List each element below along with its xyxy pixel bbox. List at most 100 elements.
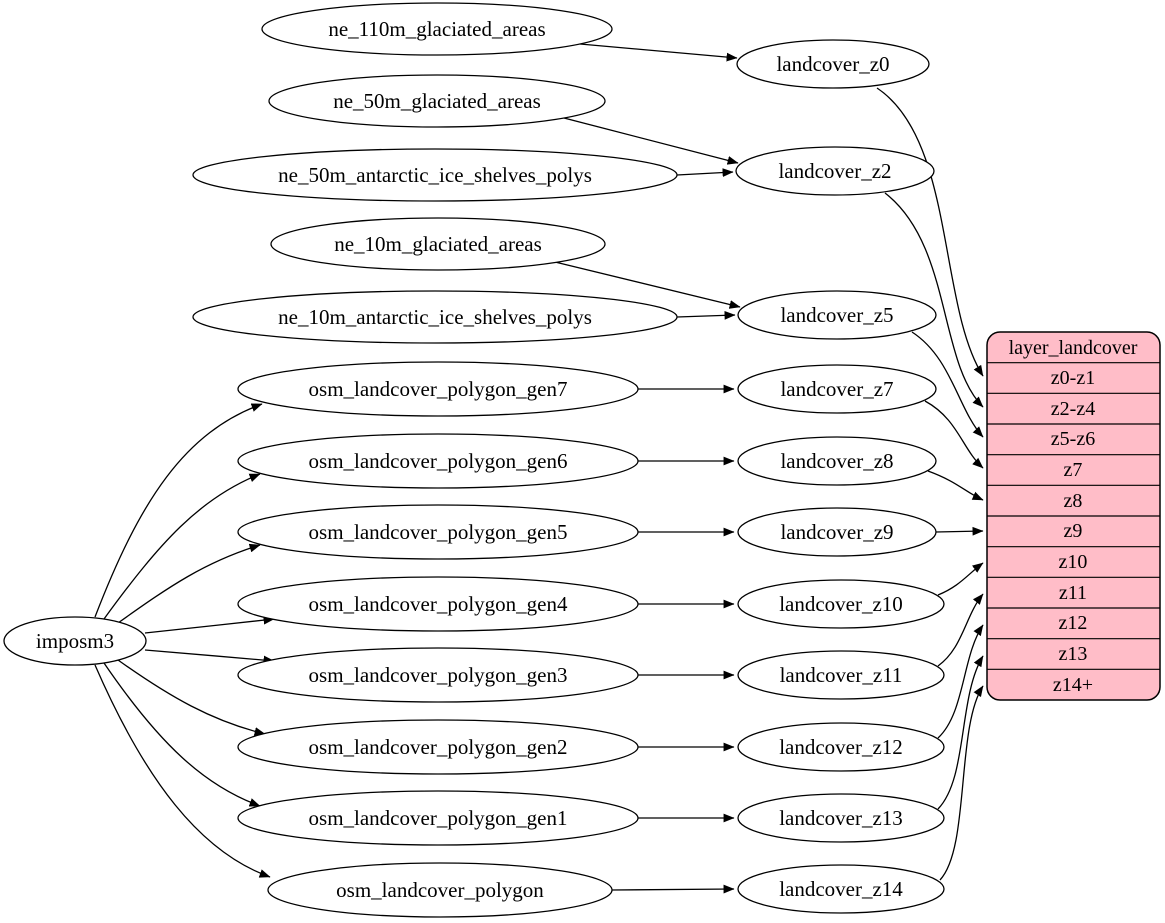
edge-landcover-z2-to-record-z2-z4 <box>884 192 984 408</box>
node-osm-landcover-polygon-gen4: osm_landcover_polygon_gen4 <box>237 576 639 632</box>
ne-50m-antarctic-ice-shelves-polys-ellipse <box>192 148 678 202</box>
record-row-z10: z10 <box>1059 551 1088 573</box>
osm-landcover-polygon-label: osm_landcover_polygon <box>336 878 544 902</box>
imposm3-label: imposm3 <box>36 629 114 653</box>
landcover-z10-label: landcover_z10 <box>779 592 903 616</box>
node-ne-50m-antarctic-ice-shelves-polys: ne_50m_antarctic_ice_shelves_polys <box>192 148 678 202</box>
node-ne-110m-glaciated-areas: ne_110m_glaciated_areas <box>261 2 613 56</box>
edge-imposm3-to-gen3 <box>144 649 275 665</box>
edge-ne110m-glaciated-to-landcover-z0 <box>579 43 738 62</box>
record-row-z12: z12 <box>1059 612 1088 634</box>
edge-ne10m-glaciated-to-landcover-z5 <box>554 261 741 309</box>
landcover-z7-ellipse <box>737 364 937 414</box>
osm-landcover-polygon-gen3-label: osm_landcover_polygon_gen3 <box>309 663 568 687</box>
edge-landcover-z5-to-record-z5-z6 <box>911 331 984 438</box>
osm-landcover-polygon-gen2-label: osm_landcover_polygon_gen2 <box>309 735 568 759</box>
ne-10m-glaciated-areas-label: ne_10m_glaciated_areas <box>334 232 542 256</box>
landcover-z14-label: landcover_z14 <box>779 877 903 901</box>
node-osm-landcover-polygon-gen6: osm_landcover_polygon_gen6 <box>237 433 639 489</box>
edge-ne50m-glaciated-to-landcover-z2 <box>563 117 739 165</box>
osm-landcover-polygon-gen6-label: osm_landcover_polygon_gen6 <box>309 449 568 473</box>
landcover-z7-label: landcover_z7 <box>780 377 893 401</box>
landcover-z10-ellipse <box>737 579 945 629</box>
landcover-z0-label: landcover_z0 <box>776 52 889 76</box>
edge-imposm3-to-polygon <box>94 664 271 878</box>
edge-imposm3-to-gen2 <box>117 659 266 736</box>
edge-imposm3-to-gen1 <box>103 662 261 807</box>
landcover-z12-ellipse <box>737 722 945 772</box>
landcover-z9-ellipse <box>737 507 937 557</box>
osm-landcover-polygon-ellipse <box>267 862 613 918</box>
osm-landcover-polygon-gen3-ellipse <box>237 647 639 703</box>
record-row-z8: z8 <box>1064 490 1083 512</box>
osm-landcover-polygon-gen7-ellipse <box>237 361 639 417</box>
ne-10m-glaciated-areas-ellipse <box>270 217 606 271</box>
landcover-z14-ellipse <box>737 864 945 914</box>
edge-landcover-z12-to-record-z12 <box>937 624 984 739</box>
osm-landcover-polygon-gen5-label: osm_landcover_polygon_gen5 <box>309 520 568 544</box>
node-osm-landcover-polygon-gen2: osm_landcover_polygon_gen2 <box>237 719 639 775</box>
edge-landcover-z11-to-record-z11 <box>937 593 984 667</box>
record-row-z14plus: z14+ <box>1053 674 1093 696</box>
landcover-z8-ellipse <box>737 436 937 486</box>
node-landcover-z14: landcover_z14 <box>737 864 945 914</box>
ne-50m-antarctic-ice-shelves-polys-label: ne_50m_antarctic_ice_shelves_polys <box>278 163 592 187</box>
landcover-z13-label: landcover_z13 <box>779 806 903 830</box>
ne-10m-antarctic-ice-shelves-polys-ellipse <box>192 290 678 344</box>
edge-imposm3-to-gen5 <box>117 543 261 624</box>
edge-polygon-to-landcover-z14 <box>611 884 735 894</box>
osm-landcover-polygon-gen7-label: osm_landcover_polygon_gen7 <box>309 377 568 401</box>
node-osm-landcover-polygon-gen3: osm_landcover_polygon_gen3 <box>237 647 639 703</box>
landcover-z13-ellipse <box>737 793 945 843</box>
edge-landcover-z13-to-record-z13 <box>937 655 984 810</box>
node-ne-50m-glaciated-areas: ne_50m_glaciated_areas <box>268 74 606 128</box>
ne-110m-glaciated-areas-label: ne_110m_glaciated_areas <box>328 17 545 41</box>
node-landcover-z12: landcover_z12 <box>737 722 945 772</box>
node-landcover-z11: landcover_z11 <box>737 650 945 700</box>
osm-landcover-polygon-gen1-ellipse <box>237 790 639 846</box>
layer-landcover-title: layer_landcover <box>1009 337 1138 359</box>
landcover-z11-label: landcover_z11 <box>780 663 903 687</box>
osm-landcover-polygon-gen1-label: osm_landcover_polygon_gen1 <box>309 806 568 830</box>
edge-landcover-z8-to-record-z8 <box>927 470 984 501</box>
landcover-z9-label: landcover_z9 <box>780 520 893 544</box>
osm-landcover-polygon-gen6-ellipse <box>237 433 639 489</box>
node-ne-10m-glaciated-areas: ne_10m_glaciated_areas <box>270 217 606 271</box>
record-row-z9: z9 <box>1064 520 1083 542</box>
ne-50m-glaciated-areas-label: ne_50m_glaciated_areas <box>333 89 541 113</box>
record-row-z11: z11 <box>1059 582 1087 604</box>
osm-landcover-polygon-gen2-ellipse <box>237 719 639 775</box>
edge-landcover-z14-to-record-z14plus <box>939 685 984 881</box>
node-landcover-z10: landcover_z10 <box>737 579 945 629</box>
edge-ne50m-antarctic-to-landcover-z2 <box>676 168 734 177</box>
landcover-z5-ellipse <box>737 290 937 340</box>
node-layer-landcover: layer_landcover z0-z1 z2-z4 z5-z6 z7 z8 … <box>986 331 1161 701</box>
edge-landcover-z7-to-record-z7 <box>924 400 984 469</box>
record-row-z0-z1: z0-z1 <box>1051 367 1095 389</box>
edge-layer <box>94 43 984 894</box>
edge-imposm3-to-gen4 <box>144 615 275 634</box>
record-row-z2-z4: z2-z4 <box>1051 398 1095 420</box>
landcover-z2-ellipse <box>735 146 935 196</box>
record-row-z13: z13 <box>1059 643 1088 665</box>
landcover-z0-ellipse <box>736 39 930 89</box>
edge-landcover-z9-to-record-z9 <box>935 526 984 536</box>
node-landcover-z5: landcover_z5 <box>737 290 937 340</box>
edge-imposm3-to-gen6 <box>103 473 261 620</box>
record-row-z5-z6: z5-z6 <box>1051 428 1095 450</box>
landcover-z12-label: landcover_z12 <box>779 735 903 759</box>
node-osm-landcover-polygon-gen7: osm_landcover_polygon_gen7 <box>237 361 639 417</box>
imposm3-ellipse <box>3 616 147 666</box>
edge-landcover-z0-to-record-z0-z1 <box>876 87 984 377</box>
osm-landcover-polygon-gen4-ellipse <box>237 576 639 632</box>
record-row-z7: z7 <box>1064 459 1083 481</box>
edge-ne10m-antarctic-to-landcover-z5 <box>676 310 736 320</box>
landcover-z11-ellipse <box>737 650 945 700</box>
osm-landcover-polygon-gen5-ellipse <box>237 504 639 560</box>
landcover-z5-label: landcover_z5 <box>780 303 893 327</box>
osm-landcover-polygon-gen4-label: osm_landcover_polygon_gen4 <box>309 592 568 616</box>
ne-50m-glaciated-areas-ellipse <box>268 74 606 128</box>
node-imposm3: imposm3 <box>3 616 147 666</box>
node-landcover-z7: landcover_z7 <box>737 364 937 414</box>
